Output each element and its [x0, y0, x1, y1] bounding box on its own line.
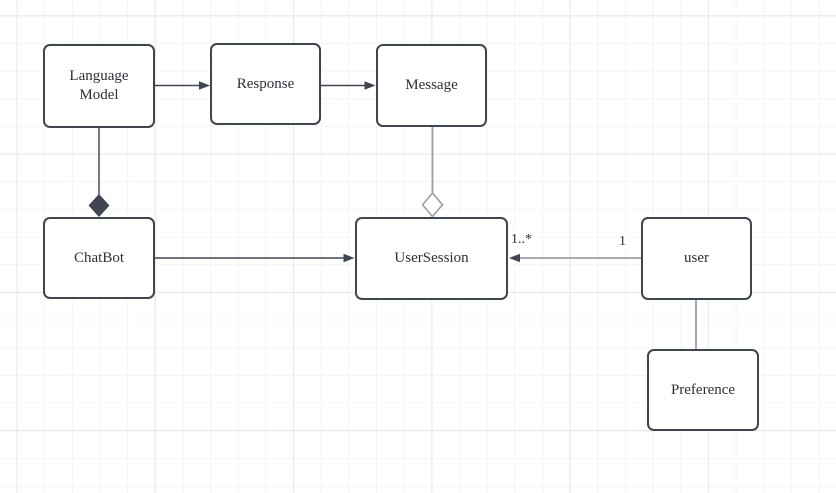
arrowhead-icon: [199, 81, 210, 90]
node-label: Response: [236, 75, 295, 92]
node-label: Message: [405, 77, 458, 93]
multiplicity-label-source[interactable]: 1: [618, 233, 627, 250]
node-chatbot[interactable]: ChatBot: [43, 217, 155, 299]
edge-language-model-to-response[interactable]: [155, 81, 210, 90]
edge-language-model-to-chatbot[interactable]: [88, 128, 110, 217]
node-preference[interactable]: Preference: [647, 349, 759, 431]
node-user[interactable]: user: [641, 217, 752, 300]
edge-message-to-usersession[interactable]: [421, 127, 444, 218]
node-label: Language Model: [69, 68, 129, 103]
node-language-model[interactable]: Language Model: [43, 44, 155, 128]
edge-user-to-usersession[interactable]: [509, 253, 641, 263]
edge-chatbot-to-usersession[interactable]: [155, 253, 355, 263]
node-message[interactable]: Message: [376, 44, 487, 127]
arrowhead-icon: [364, 81, 376, 90]
node-response[interactable]: Response: [210, 43, 321, 125]
node-label: UserSession: [394, 250, 469, 266]
multiplicity-label-target[interactable]: 1..*: [510, 231, 533, 248]
arrowhead-icon: [343, 253, 355, 263]
aggregation-diamond-icon: [421, 191, 444, 218]
node-label: Preference: [670, 381, 736, 398]
node-label: user: [684, 250, 709, 266]
node-label: ChatBot: [73, 249, 124, 266]
arrowhead-icon: [509, 253, 520, 263]
node-usersession[interactable]: UserSession: [355, 217, 508, 300]
edge-response-to-message[interactable]: [321, 81, 376, 90]
composition-diamond-icon: [88, 194, 110, 217]
